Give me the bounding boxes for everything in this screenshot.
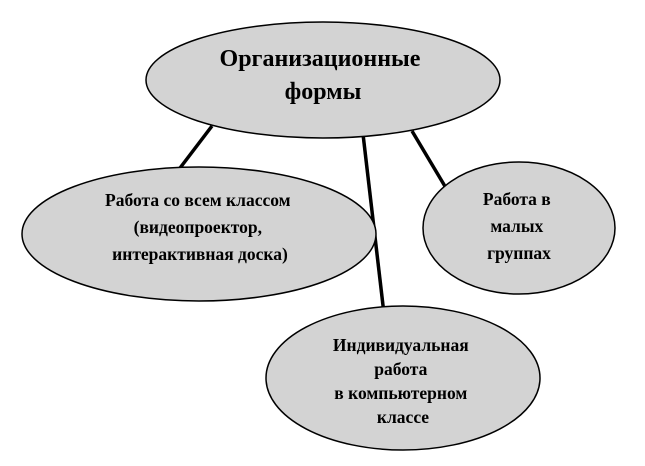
node-label-line: классе <box>377 407 429 427</box>
node-individual: Индивидуальная работа в компьютерном кла… <box>265 305 541 451</box>
node-label-line: группах <box>487 243 551 263</box>
node-label-line: Индивидуальная <box>333 335 469 355</box>
root-label-line: Организационные <box>220 46 421 72</box>
node-label-line: Работа со всем классом <box>105 190 291 210</box>
node-whole-class: Работа со всем классом (видеопроектор, и… <box>21 166 377 302</box>
node-whole-class-ellipse <box>21 166 377 302</box>
root-label: Организационные формы <box>220 46 427 105</box>
node-small-groups: Работа в малых группах <box>422 161 616 295</box>
root-label-line: формы <box>285 79 362 105</box>
node-whole-class-label: Работа со всем классом (видеопроектор, и… <box>105 190 295 264</box>
node-label-line: малых <box>490 216 543 236</box>
node-individual-ellipse <box>265 305 541 451</box>
connector-whole-class <box>178 124 214 170</box>
root-ellipse <box>145 21 501 139</box>
node-individual-label: Индивидуальная работа в компьютерном кла… <box>333 335 473 427</box>
connector-small-groups <box>410 130 448 189</box>
node-label-line: интерактивная доска) <box>112 244 288 264</box>
node-label-line: Работа в <box>483 189 551 209</box>
root-node: Организационные формы <box>145 21 501 139</box>
node-small-groups-label: Работа в малых группах <box>483 189 555 263</box>
node-label-line: работа <box>374 359 427 379</box>
node-label-line: (видеопроектор, <box>134 217 262 237</box>
node-small-groups-ellipse <box>422 161 616 295</box>
node-label-line: в компьютерном <box>334 383 467 403</box>
